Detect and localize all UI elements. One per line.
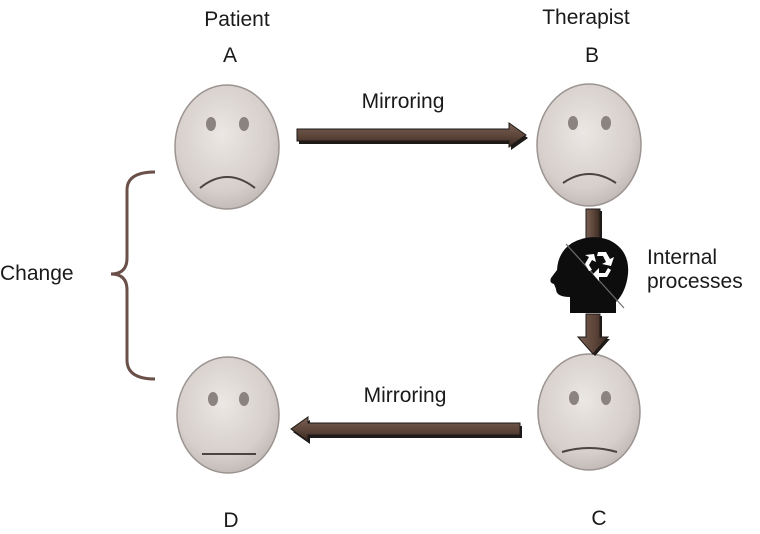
change-brace — [110, 170, 156, 381]
change-label: Change — [0, 262, 74, 285]
recycle-icon — [585, 252, 614, 281]
face-c-right-eye — [601, 391, 611, 405]
internal-processes-line-2: processes — [647, 270, 743, 293]
face-b — [536, 83, 642, 207]
face-d-left-eye — [208, 392, 218, 406]
face-c-mouth — [561, 447, 618, 453]
internal-processes-line-1: Internal — [647, 246, 718, 269]
node-b-label: B — [584, 44, 600, 67]
face-b-left-eye — [568, 116, 578, 130]
mirroring-arrow-top — [296, 122, 528, 150]
patient-label: Patient — [204, 8, 270, 31]
mirroring-arrow-bottom — [290, 416, 522, 444]
face-d — [176, 356, 280, 474]
face-b-mouth — [562, 173, 617, 184]
node-d-label: D — [223, 509, 239, 532]
face-b-right-eye — [601, 116, 611, 130]
mirroring-top-label: Mirroring — [361, 90, 445, 113]
therapist-label: Therapist — [542, 6, 630, 29]
internal-processes-label: Internal processes — [647, 246, 743, 294]
face-a-mouth — [199, 176, 256, 189]
node-c-label: C — [591, 507, 607, 530]
face-c-left-eye — [569, 391, 579, 405]
face-c — [537, 353, 641, 471]
face-a-left-eye — [206, 117, 216, 131]
face-d-right-eye — [239, 392, 249, 406]
mirroring-bottom-label: Mirroring — [363, 384, 447, 407]
head-silhouette-icon — [550, 237, 629, 313]
face-a — [174, 84, 280, 210]
face-a-right-eye — [239, 117, 249, 131]
node-a-label: A — [222, 44, 238, 67]
